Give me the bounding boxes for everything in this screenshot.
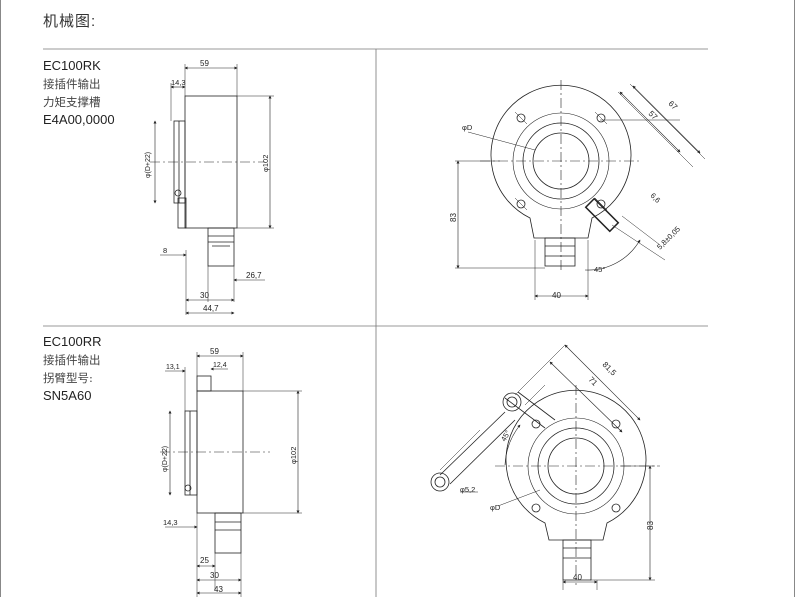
- model-name: EC100RK: [43, 58, 101, 73]
- dim-length: 59: [200, 59, 209, 68]
- dim-71: 71: [587, 375, 600, 388]
- dim-815: 81,5: [601, 360, 619, 378]
- note-line: 力矩支撑槽: [43, 95, 101, 109]
- panel-label-rk: EC100RK 接插件输出 力矩支撑槽 E4A00,0000: [43, 57, 115, 129]
- dim-66: 6,6: [649, 191, 663, 205]
- page-title: 机械图:: [43, 13, 97, 30]
- dim-30: 30: [200, 291, 209, 300]
- dim-flange-rr: 14,3: [163, 518, 178, 527]
- frame-left-border: [0, 0, 1, 597]
- dim-131: 13,1: [166, 364, 180, 371]
- note-line: 接插件输出: [43, 353, 101, 367]
- dim-43: 43: [214, 585, 223, 594]
- dim-flange: 14,3: [171, 78, 186, 87]
- side-view-rk: [150, 64, 274, 315]
- dim-angle: 45°: [594, 265, 605, 274]
- dim-124: 12,4: [213, 362, 227, 369]
- dim-bore-front: φD: [462, 123, 473, 132]
- note-line: SN5A60: [43, 388, 92, 403]
- side-view-rr: [160, 352, 302, 597]
- panel-label-rr: EC100RR 接插件输出 拐臂型号: SN5A60: [43, 333, 102, 405]
- dim-hole: φ5,2: [460, 485, 475, 494]
- dim-bore-front-rr: φD: [490, 503, 501, 512]
- dim-30-rr: 30: [210, 571, 219, 580]
- dim-83: 83: [449, 213, 458, 222]
- dim-bore-rr: φ(D+22): [162, 446, 169, 472]
- dim-length-rr: 59: [210, 347, 219, 356]
- dim-slot: 5,8±0,05: [655, 224, 682, 251]
- note-line: 接插件输出: [43, 77, 101, 91]
- dim-447: 44,7: [203, 304, 219, 313]
- dim-40: 40: [552, 291, 561, 300]
- dim-25: 25: [200, 556, 209, 565]
- dim-diameter-rr: φ102: [289, 447, 298, 464]
- dim-83-rr: 83: [646, 521, 655, 530]
- dim-bore: φ(D+22): [145, 152, 152, 178]
- front-view-rr: [430, 344, 660, 590]
- note-line: 拐臂型号:: [43, 371, 93, 385]
- model-name: EC100RR: [43, 334, 102, 349]
- dim-small: 8: [163, 246, 167, 255]
- note-line: E4A00,0000: [43, 112, 115, 127]
- dim-connector: 26,7: [246, 271, 262, 280]
- front-view-rk: [455, 80, 706, 300]
- dim-40-rr: 40: [573, 573, 582, 582]
- dim-67: 67: [667, 99, 680, 112]
- dim-diameter: φ102: [261, 155, 270, 172]
